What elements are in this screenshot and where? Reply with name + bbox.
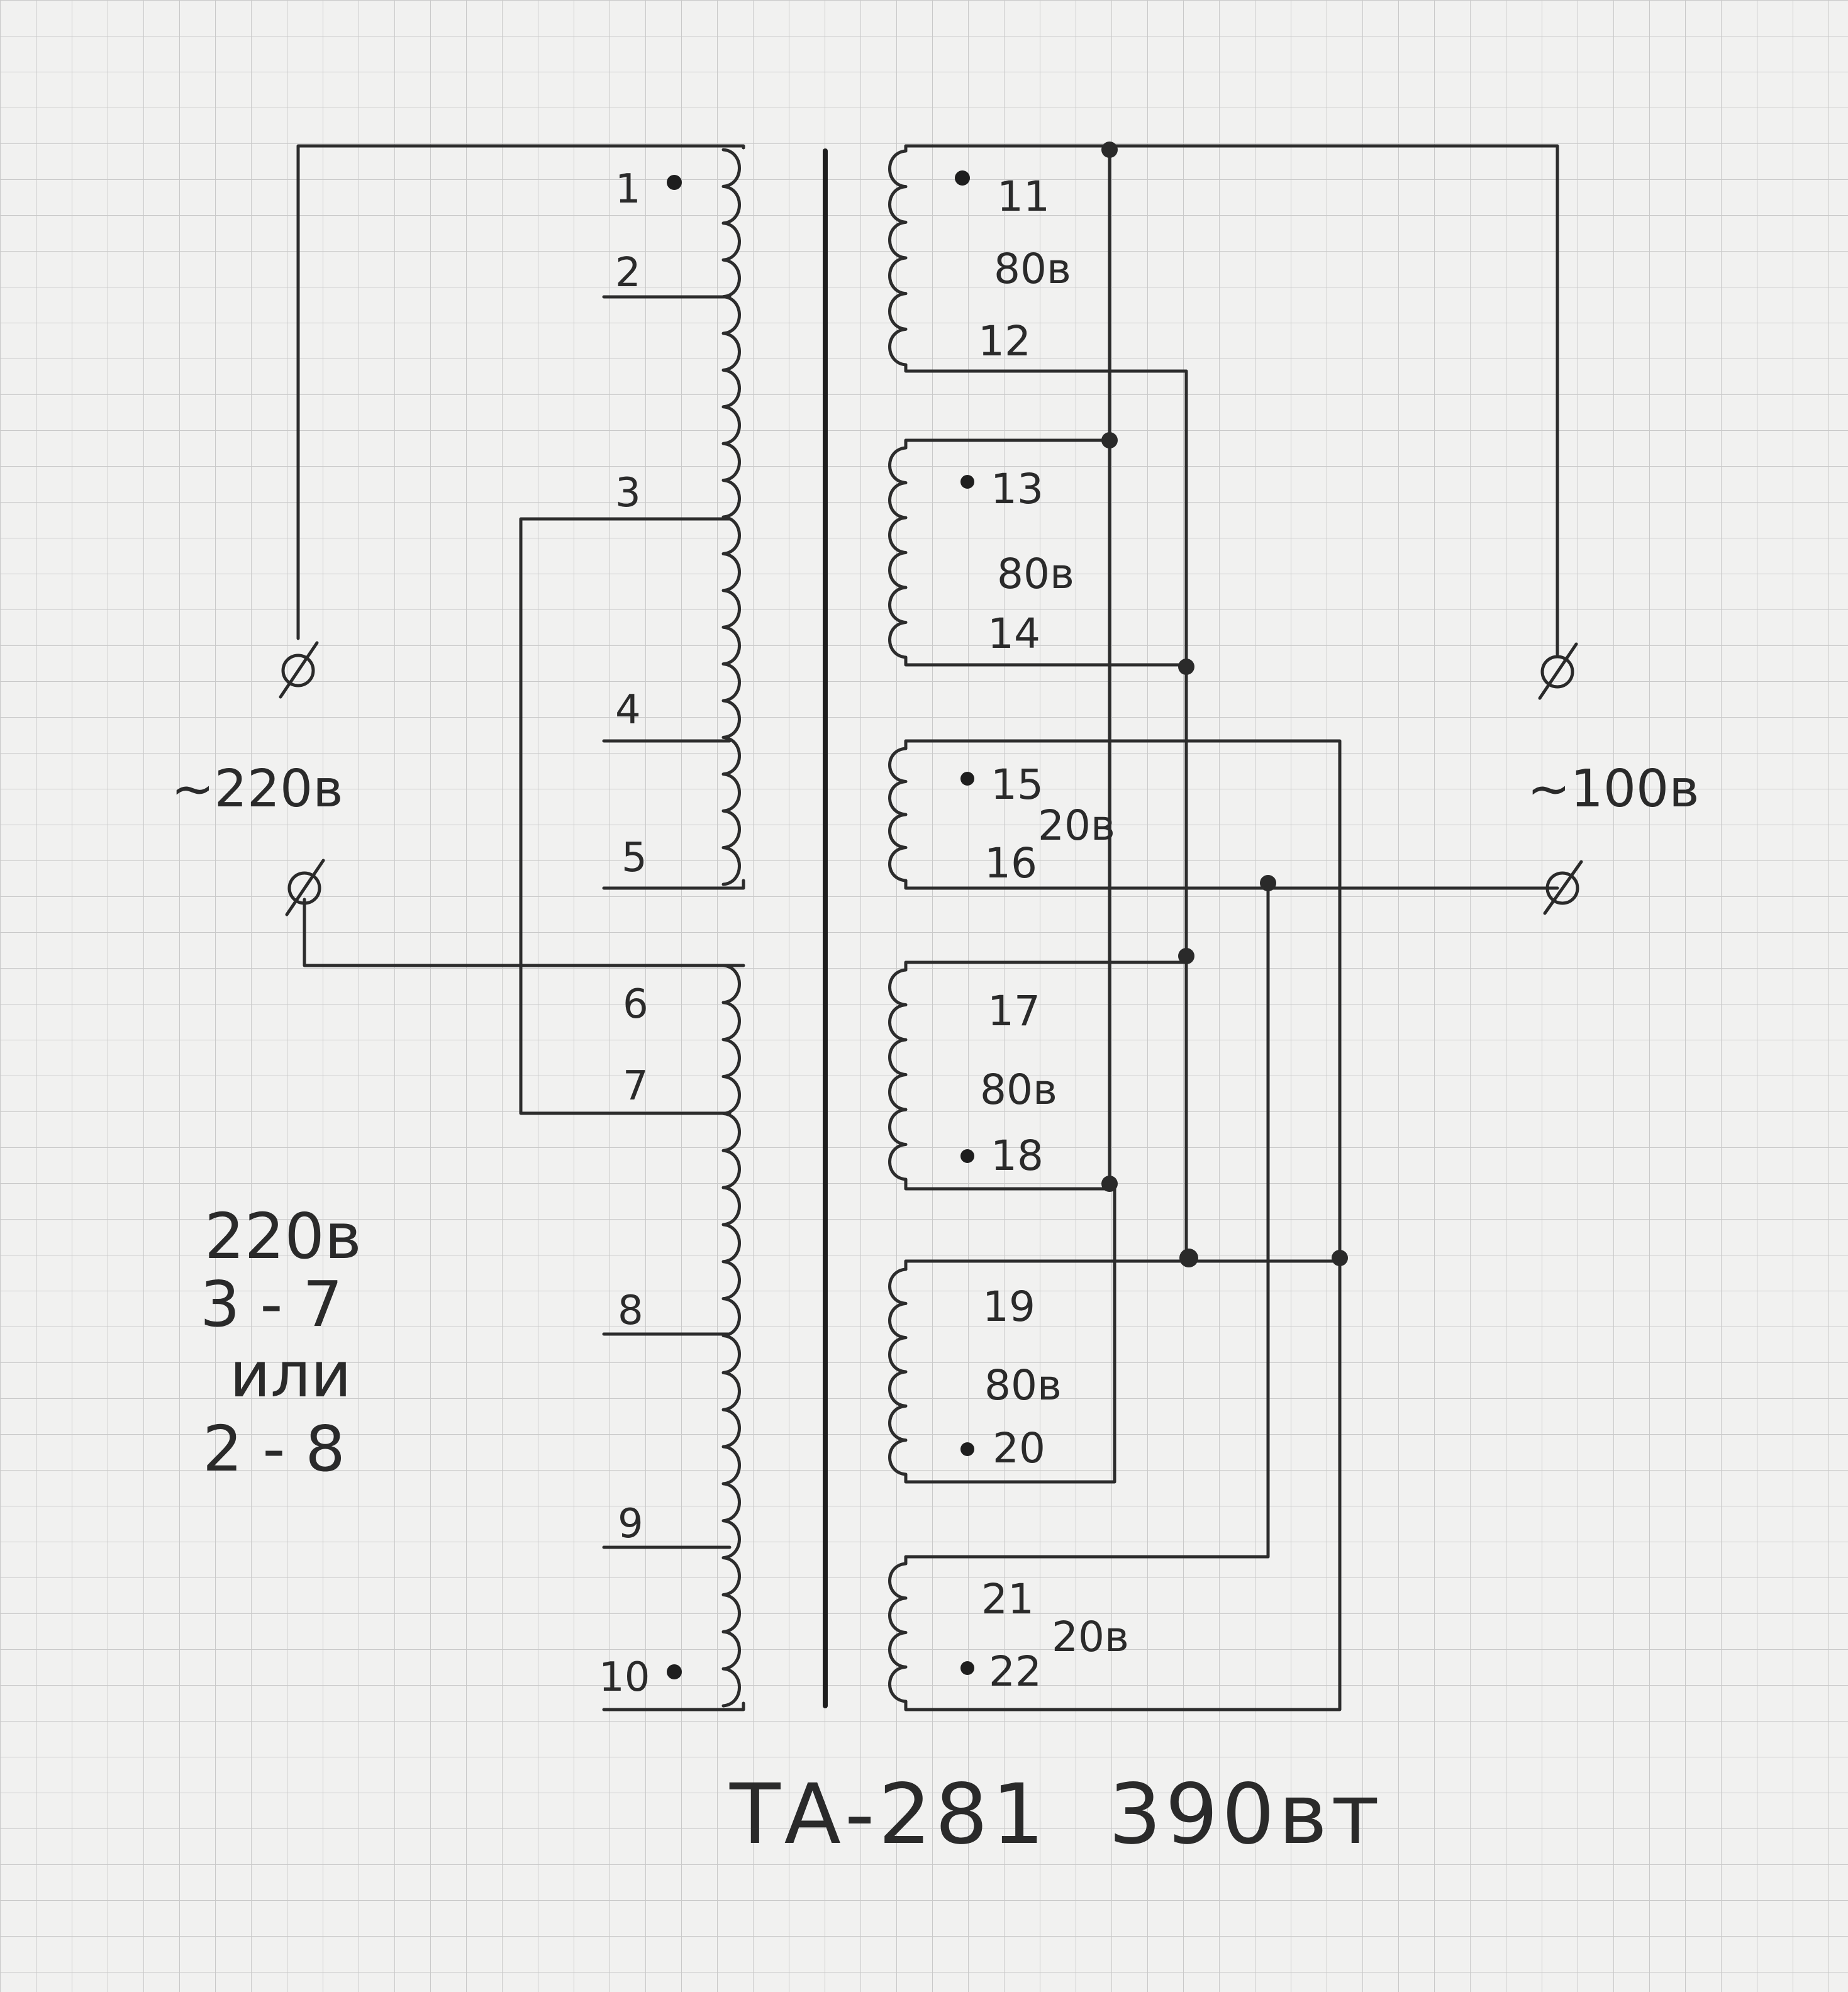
pin-label: 12 xyxy=(978,317,1031,365)
note-or: или xyxy=(230,1338,352,1411)
primary-coil-upper xyxy=(721,148,741,886)
junction-dots xyxy=(1101,142,1348,1267)
pin-label: 13 xyxy=(991,465,1044,513)
pin-label: 17 xyxy=(988,987,1040,1035)
note-taps-a: 3 - 7 xyxy=(200,1267,343,1341)
terminal-input-bottom xyxy=(285,859,325,916)
pin-label: 16 xyxy=(984,839,1037,887)
terminal-output-top xyxy=(1538,642,1578,700)
tap-selection-note: 220в 3 - 7 или 2 - 8 xyxy=(200,1199,362,1486)
pin-label: 18 xyxy=(991,1132,1044,1180)
secondary-coil-3 xyxy=(888,747,908,882)
voltage-label: 80в xyxy=(980,1066,1057,1114)
secondary-wiring xyxy=(904,144,1559,1711)
secondary-coil-1 xyxy=(888,149,908,367)
pin-label: 14 xyxy=(988,609,1040,658)
pin-label: 11 xyxy=(997,172,1050,221)
primary-wiring xyxy=(296,144,745,1711)
pin-label: 5 xyxy=(621,835,647,881)
primary-winding xyxy=(721,148,741,1708)
secondary-windings xyxy=(888,149,908,1703)
terminal-output-bottom xyxy=(1543,860,1583,915)
polarity-dots xyxy=(667,170,974,1679)
pin-label: 10 xyxy=(599,1654,650,1701)
pin-label: 7 xyxy=(623,1063,648,1110)
pin-label: 2 xyxy=(615,250,641,296)
primary-coil-lower xyxy=(721,964,741,1708)
voltage-label: 80в xyxy=(997,550,1074,598)
voltage-label: 20в xyxy=(1052,1613,1129,1661)
pin-label: 3 xyxy=(615,470,641,516)
primary-pin-labels: 1 2 3 4 5 6 7 8 9 10 xyxy=(599,166,650,1701)
pin-label: 8 xyxy=(618,1288,643,1334)
secondary-coil-4 xyxy=(888,968,908,1181)
output-voltage-label: ~100в xyxy=(1527,759,1700,819)
secondary-coil-5 xyxy=(888,1267,908,1476)
pin-label: 15 xyxy=(991,760,1044,809)
terminal-input-top xyxy=(279,641,319,699)
diagram-title: ТА-281 390вт xyxy=(729,1766,1383,1863)
pin-label: 9 xyxy=(618,1501,643,1547)
pin-label: 20 xyxy=(993,1424,1045,1472)
pin-label: 1 xyxy=(615,166,641,213)
secondary-coil-6 xyxy=(888,1562,908,1703)
pin-label: 21 xyxy=(981,1575,1034,1623)
pin-label: 19 xyxy=(982,1283,1035,1331)
input-voltage-label: ~220в xyxy=(171,759,343,819)
note-taps-b: 2 - 8 xyxy=(203,1412,345,1486)
pin-label: 4 xyxy=(615,687,641,733)
pin-label: 22 xyxy=(989,1647,1042,1696)
secondary-coil-2 xyxy=(888,446,908,659)
note-voltage: 220в xyxy=(204,1199,362,1273)
secondary-labels: 11 80в 12 13 80в 14 15 20в 16 17 80в 18 … xyxy=(978,172,1129,1696)
voltage-label: 80в xyxy=(994,245,1071,293)
pin-label: 6 xyxy=(623,981,648,1028)
voltage-label: 80в xyxy=(984,1361,1062,1410)
voltage-label: 20в xyxy=(1038,801,1115,850)
